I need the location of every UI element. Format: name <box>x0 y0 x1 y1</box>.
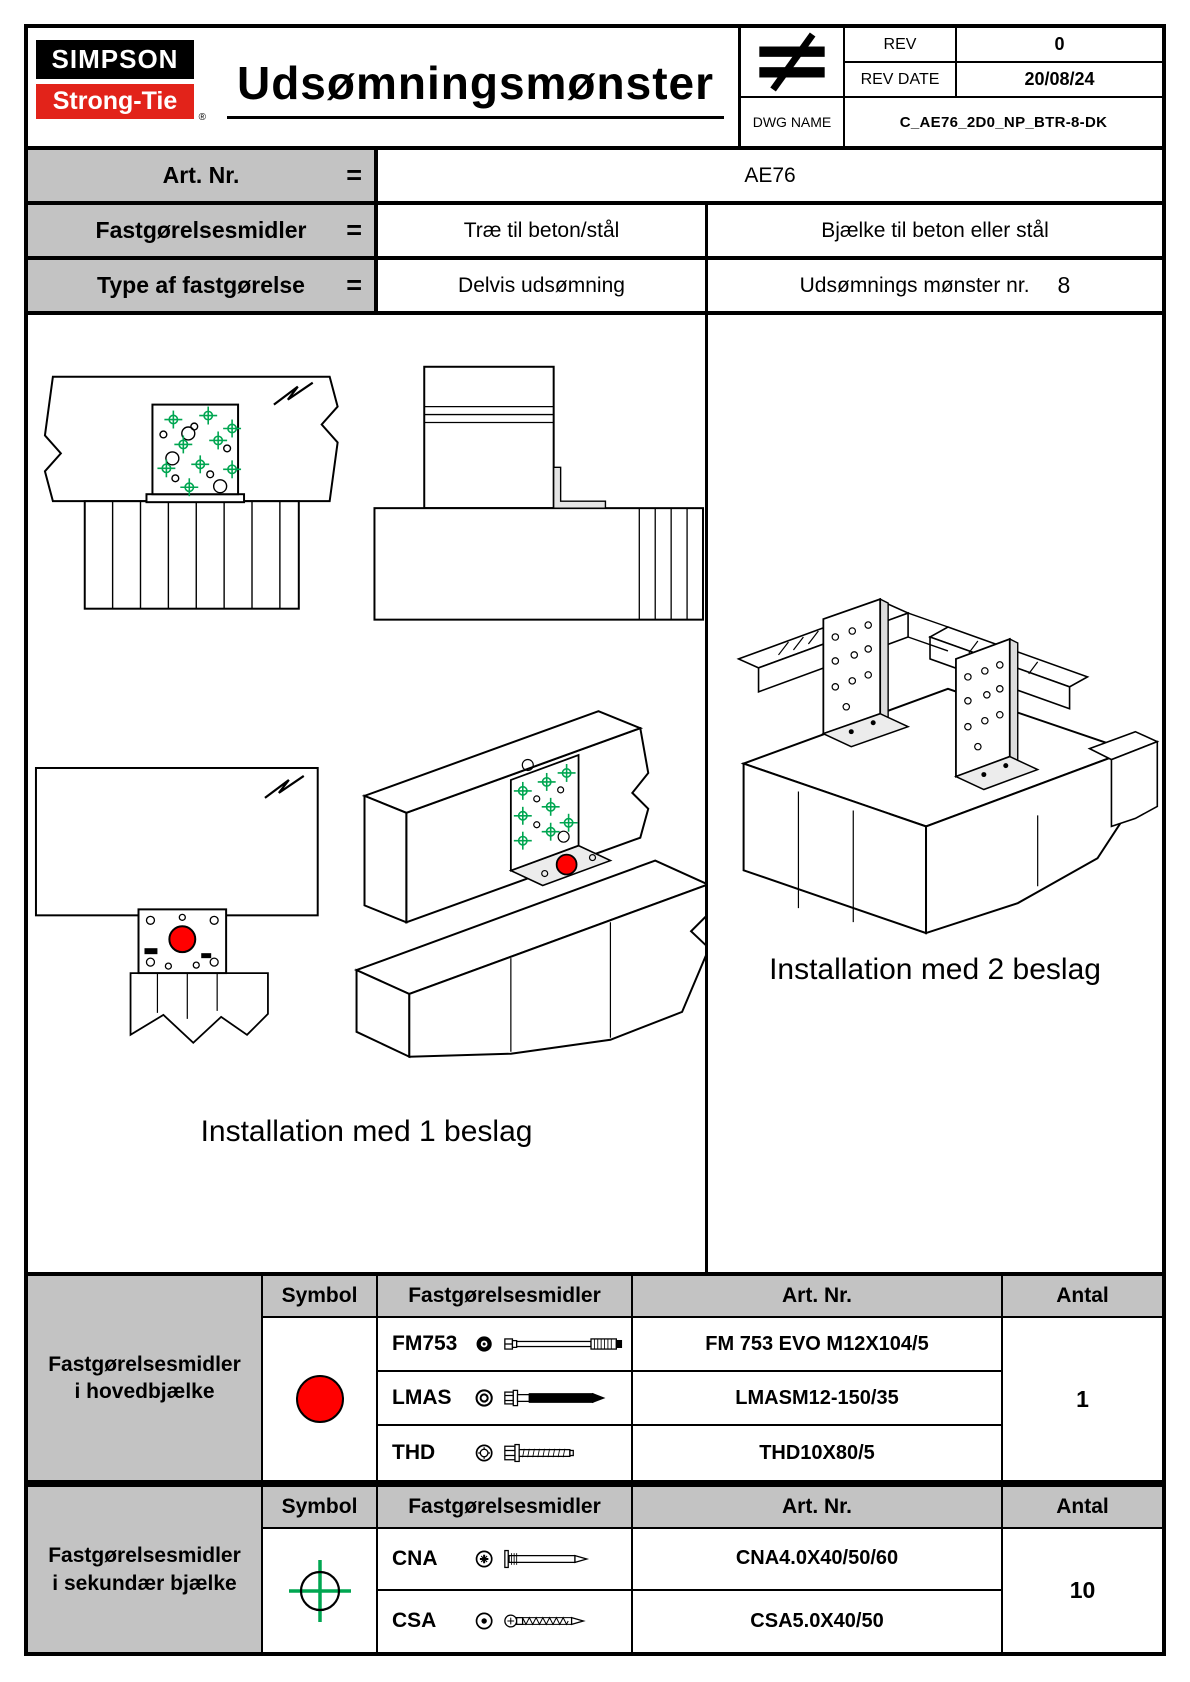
fasteners-label-cell: Fastgørelsesmidler = <box>28 205 378 256</box>
artnr-cna: CNA4.0X40/50/60 <box>633 1529 1003 1591</box>
drawing-area: Installation med 1 beslag <box>28 315 1162 1272</box>
pattern-cell: Udsømnings mønster nr. 8 <box>708 260 1162 311</box>
logo-strongtie: Strong-Tie <box>36 84 194 119</box>
artnr-thd: THD10X80/5 <box>633 1426 1003 1480</box>
isometric-double <box>736 597 1160 935</box>
fastener-name: LMAS <box>392 1386 452 1409</box>
single-bracket-drawing <box>34 365 705 1059</box>
info-row-artnr: Art. Nr. = AE76 <box>28 150 1162 205</box>
fastener-name: CSA <box>392 1609 437 1633</box>
antal-main-beam: 1 <box>1076 1385 1089 1412</box>
type-label: Type af fastgørelse <box>97 272 305 298</box>
registered-mark: ® <box>198 112 206 123</box>
fasteners-label: Fastgørelsesmidler <box>95 217 307 243</box>
fastener-row-thd: THD <box>378 1426 633 1480</box>
antal-secondary-beam: 10 <box>1069 1577 1096 1603</box>
red-circle-icon <box>295 1375 344 1423</box>
rev-value: 0 <box>957 28 1162 63</box>
logo-simpson: SIMPSON <box>36 40 194 79</box>
csa-symbol-icon <box>475 1612 493 1630</box>
header-symbol: Symbol <box>263 1487 378 1529</box>
isometric-single <box>353 710 705 1059</box>
info-row-fasteners: Fastgørelsesmidler = Træ til beton/stål … <box>28 205 1162 260</box>
fastener-row-fm753: FM753 <box>378 1318 633 1372</box>
thd-screw-icon <box>504 1443 575 1463</box>
title-wrap: Udsømningsmønster <box>213 28 738 146</box>
lmas-symbol-icon <box>475 1389 493 1407</box>
fastener-table-secondary-beam: Fastgørelsesmidler i sekundær bjælke Sym… <box>28 1480 1162 1652</box>
double-bracket-panel: Installation med 2 beslag <box>708 315 1162 1272</box>
not-to-scale-icon <box>741 28 845 98</box>
rev-date-label: REV DATE <box>845 63 957 98</box>
fastener-row-cna: CNA <box>378 1529 633 1591</box>
fastener-name: THD <box>392 1441 436 1464</box>
not-equal-icon <box>759 32 825 92</box>
anchor-marker-red <box>168 925 197 954</box>
dwg-name-value: C_AE76_2D0_NP_BTR-8-DK <box>899 113 1108 131</box>
header-antal: Antal <box>1003 1487 1162 1529</box>
anchor-marker-red <box>555 853 578 876</box>
secondary-beam-section-label: Fastgørelsesmidler i sekundær bjælke <box>28 1487 263 1652</box>
rev-date-value: 20/08/24 <box>957 63 1162 98</box>
title-block: SIMPSON Strong-Tie ® Udsømningsmønster <box>28 28 1162 150</box>
fastener-name: FM753 <box>392 1332 458 1355</box>
front-view <box>43 375 339 610</box>
artnr-fm753: FM 753 EVO M12X104/5 <box>633 1318 1003 1372</box>
section-label-line2: i sekundær bjælke <box>52 1571 237 1595</box>
revision-block: REV 0 REV DATE 20/08/24 DWG NAME C_AE76_… <box>738 28 1162 146</box>
caption-double: Installation med 2 beslag <box>769 953 1101 986</box>
artnr-value: AE76 <box>744 163 796 187</box>
section-label-line1: Fastgørelsesmidler <box>48 1544 241 1568</box>
fastener-name: CNA <box>392 1546 438 1570</box>
equals-sign: = <box>346 215 362 245</box>
sheet-frame: SIMPSON Strong-Tie ® Udsømningsmønster <box>24 24 1166 1656</box>
pattern-label: Udsømnings mønster nr. <box>799 273 1030 297</box>
pattern-number: 8 <box>1057 272 1071 298</box>
dwg-name-label: DWG NAME <box>741 98 845 146</box>
simpson-strongtie-logo: SIMPSON Strong-Tie ® <box>28 28 213 146</box>
csa-screw-icon <box>504 1614 586 1628</box>
equals-sign: = <box>346 270 362 300</box>
sheet-title: Udsømningsmønster <box>226 56 725 119</box>
thd-symbol-icon <box>475 1444 493 1462</box>
header-artnr: Art. Nr. <box>633 1487 1003 1529</box>
header-fasteners: Fastgørelsesmidler <box>378 1276 633 1318</box>
caption-single: Installation med 1 beslag <box>200 1115 533 1148</box>
fastener-row-lmas: LMAS <box>378 1372 633 1426</box>
section-label-line1: Fastgørelsesmidler <box>48 1352 241 1376</box>
fasteners-value-left: Træ til beton/stål <box>378 205 708 256</box>
fm753-bolt-icon <box>504 1338 623 1350</box>
secondary-beam-symbol-cell <box>263 1529 378 1652</box>
cna-symbol-icon <box>475 1550 493 1568</box>
fasteners-value-right: Bjælke til beton eller stål <box>821 218 1049 242</box>
header-fasteners: Fastgørelsesmidler <box>378 1487 633 1529</box>
double-bracket-drawing <box>736 597 1160 935</box>
cna-nail-icon <box>504 1549 590 1568</box>
plan-view <box>34 766 319 1044</box>
artnr-label-cell: Art. Nr. = <box>28 150 378 201</box>
lmas-anchor-icon <box>504 1389 606 1407</box>
equals-sign: = <box>346 160 362 190</box>
logo-strongtie-wrap: Strong-Tie ® <box>36 84 206 123</box>
side-view <box>373 365 705 621</box>
fm753-symbol-icon <box>476 1336 492 1352</box>
header-symbol: Symbol <box>263 1276 378 1318</box>
artnr-lmas: LMASM12-150/35 <box>633 1372 1003 1426</box>
header-artnr: Art. Nr. <box>633 1276 1003 1318</box>
main-beam-symbol-cell <box>263 1318 378 1480</box>
artnr-csa: CSA5.0X40/50 <box>633 1590 1003 1652</box>
fastener-table-main-beam: Fastgørelsesmidler i hovedbjælke Symbol … <box>28 1272 1162 1480</box>
fastener-row-csa: CSA <box>378 1590 633 1652</box>
green-crosshair-icon <box>288 1559 351 1622</box>
rev-label: REV <box>845 28 957 63</box>
section-label-line2: i hovedbjælke <box>74 1380 215 1403</box>
info-row-type: Type af fastgørelse = Delvis udsømning U… <box>28 260 1162 315</box>
main-beam-section-label: Fastgørelsesmidler i hovedbjælke <box>28 1276 263 1480</box>
artnr-label: Art. Nr. <box>162 162 240 188</box>
single-bracket-panel: Installation med 1 beslag <box>28 315 708 1272</box>
type-value-left: Delvis udsømning <box>378 260 708 311</box>
type-label-cell: Type af fastgørelse = <box>28 260 378 311</box>
header-antal: Antal <box>1003 1276 1162 1318</box>
